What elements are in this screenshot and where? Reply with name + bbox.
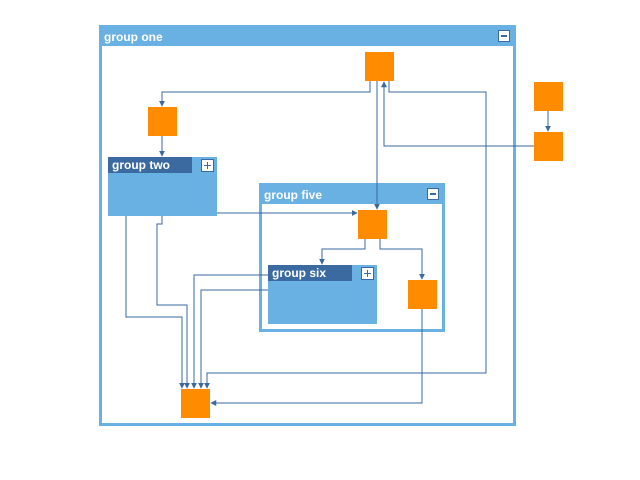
- group-five-collapse-icon[interactable]: [427, 188, 439, 200]
- group-two-tab: group two: [108, 157, 192, 173]
- node-left-upper[interactable]: [148, 107, 177, 136]
- node-outside-bottom[interactable]: [534, 132, 563, 161]
- group-one-collapse-icon[interactable]: [498, 30, 510, 42]
- group-two-label: group two: [112, 158, 170, 172]
- group-one-label: group one: [104, 30, 163, 44]
- group-two[interactable]: group two: [108, 157, 217, 216]
- group-six-tab: group six: [268, 265, 352, 281]
- group-six-label: group six: [272, 266, 327, 280]
- group-six[interactable]: group six: [268, 265, 377, 324]
- node-outside-top[interactable]: [534, 82, 563, 111]
- node-bottom-target[interactable]: [181, 389, 210, 418]
- node-group-five-right[interactable]: [408, 280, 437, 309]
- group-six-expand-icon[interactable]: [361, 267, 374, 280]
- node-group-five-top[interactable]: [358, 210, 387, 239]
- group-two-expand-icon[interactable]: [201, 159, 214, 172]
- group-five-label: group five: [264, 188, 323, 202]
- node-top-center[interactable]: [365, 52, 394, 81]
- group-five-header: group five: [262, 186, 442, 204]
- group-one-header: group one: [102, 28, 513, 46]
